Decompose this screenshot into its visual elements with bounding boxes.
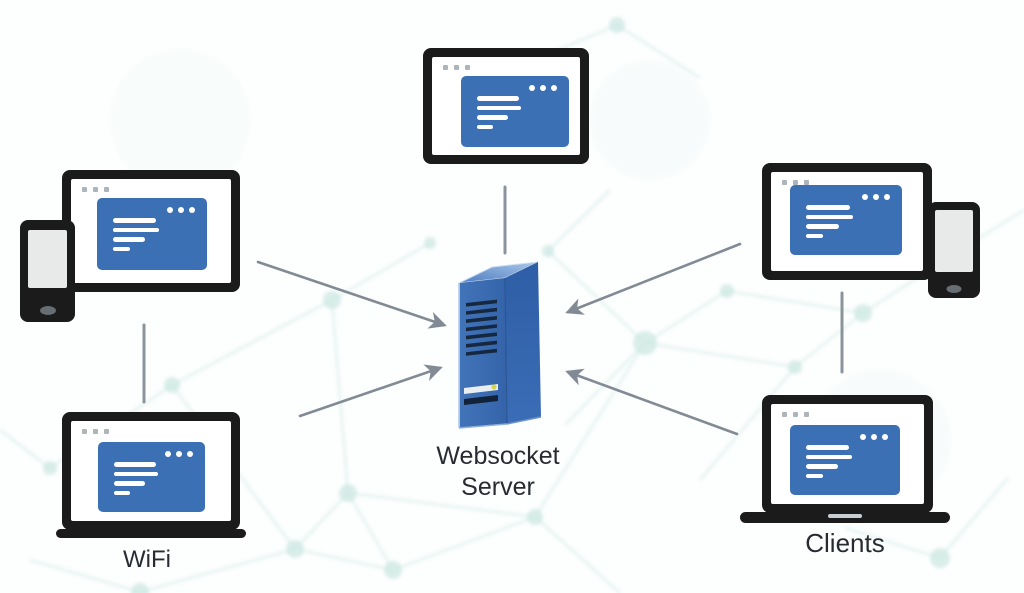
window-menu-dots-icon (860, 434, 888, 440)
browser-window (461, 76, 569, 147)
tablet-screen (28, 230, 67, 288)
laptop-base (56, 529, 246, 538)
screen-controls-icon (782, 412, 809, 417)
client-laptop-bottom-right (762, 395, 933, 513)
screen-controls-icon (782, 180, 809, 185)
window-menu-dots-icon (167, 207, 195, 213)
browser-window (790, 425, 900, 495)
screen-controls-icon (443, 65, 470, 70)
text-placeholder-lines (806, 205, 888, 243)
monitor-screen (71, 179, 231, 283)
window-menu-dots-icon (862, 194, 890, 200)
server-drive-bay (464, 384, 498, 394)
connector-arrow-right-monitor-to-server (565, 242, 742, 315)
client-monitor-left (62, 170, 240, 292)
laptop-base (740, 512, 950, 523)
connector-arrow-bottom-right-laptop-to-server (565, 368, 739, 436)
wifi-label: WiFi (123, 546, 171, 573)
text-placeholder-lines (806, 445, 886, 483)
client-tablet-left (20, 220, 75, 322)
clients-label: Clients (805, 528, 885, 558)
window-menu-dots-icon (529, 85, 557, 91)
client-laptop-bottom-left (62, 412, 240, 530)
client-monitor-right (762, 163, 932, 280)
server-led-icon (491, 384, 497, 390)
server-label: Websocket Server (408, 441, 588, 503)
screen-controls-icon (82, 429, 109, 434)
text-placeholder-lines (477, 96, 555, 134)
websocket-server-icon (458, 261, 542, 429)
connector-arrow-left-monitor-to-server (256, 260, 447, 329)
screen-controls-icon (82, 187, 109, 192)
connector-arrow-bottom-left-laptop-to-server (298, 364, 443, 418)
window-menu-dots-icon (165, 451, 193, 457)
server-vents-icon (466, 299, 497, 356)
monitor-screen (771, 172, 923, 271)
text-placeholder-lines (114, 462, 191, 500)
home-button-icon (39, 306, 56, 315)
laptop-screen (771, 404, 924, 504)
phone-screen (935, 210, 973, 272)
home-button-icon (946, 285, 962, 293)
browser-window (790, 185, 902, 255)
server-label-line1: Websocket (436, 442, 560, 470)
client-monitor-top (423, 48, 589, 164)
client-phone-right (928, 202, 980, 298)
monitor-screen (432, 57, 580, 155)
laptop-screen (71, 421, 231, 521)
browser-window (97, 198, 207, 270)
browser-window (98, 442, 205, 512)
laptop-notch (828, 514, 862, 518)
text-placeholder-lines (113, 218, 193, 256)
server-slot (464, 395, 498, 405)
server-label-line2: Server (461, 473, 535, 501)
